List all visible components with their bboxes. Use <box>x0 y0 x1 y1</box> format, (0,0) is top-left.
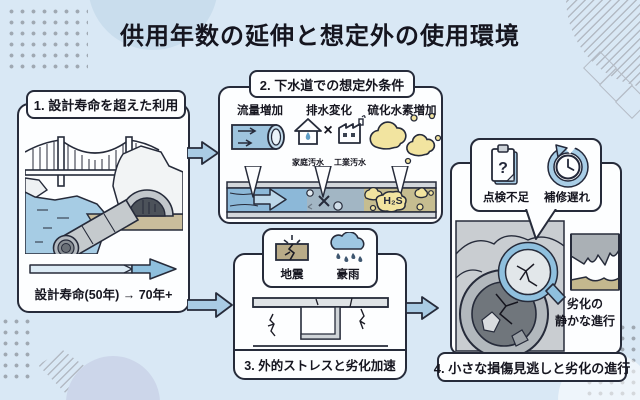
box2-title-label: 2. 下水道での想定外条件 <box>259 77 405 93</box>
cracked-culvert-illustration <box>252 297 389 347</box>
sewer-channel-illustration: H₂S <box>226 166 437 219</box>
flow-arrow-1-to-2 <box>187 141 219 165</box>
cross-mark: × <box>323 122 333 139</box>
box1-title-tab: 1. 設計寿命を超えた利用 <box>26 90 186 119</box>
note-line-1: 劣化の <box>566 297 603 311</box>
box4-title-label: 4. 小さな損傷見逃しと劣化の進行 <box>433 360 631 376</box>
page-title: 供用年数の延伸と想定外の使用環境 <box>120 23 520 50</box>
flow-increase-label: 流量増加 <box>237 105 283 117</box>
box3-title-bar: 3. 外的ストレスと劣化加速 <box>235 349 405 378</box>
h2s-text: H₂S <box>383 195 402 207</box>
callout-tail <box>525 209 557 240</box>
decor-dots-top-left <box>6 6 88 72</box>
industrial-sewage-label: 工業汚水 <box>334 158 366 167</box>
decor-dots-bottom-left <box>0 316 34 382</box>
box4-title-tab: 4. 小さな損傷見逃しと劣化の進行 <box>433 352 631 382</box>
flow-pipe-icon <box>231 124 285 150</box>
repair-delay-label: 補修遅れ <box>544 192 590 204</box>
drainage-change-label: 排水変化 <box>306 105 352 117</box>
repair-delay-clock-icon <box>547 144 589 188</box>
silent-deterioration-note: 劣化の 静かな進行 <box>546 296 624 330</box>
decor-circle-bottom-left <box>66 356 160 400</box>
earthquake-label: 地震 <box>280 269 304 281</box>
heavy-rain-icon <box>330 232 365 262</box>
corroded-wall-illustration <box>570 233 620 291</box>
damaged-pipe-illustration <box>455 220 566 352</box>
box3-title-label: 3. 外的ストレスと劣化加速 <box>244 359 396 373</box>
flow-arrow-3-to-4 <box>406 296 439 320</box>
h2s-increase-label: 硫化水素増加 <box>367 105 437 117</box>
box1-title-label: 1. 設計寿命を超えた利用 <box>33 98 179 113</box>
bridge-and-pipe-illustration <box>25 126 183 254</box>
heavy-rain-label: 豪雨 <box>336 269 360 281</box>
house-icon <box>294 118 322 145</box>
box2-title-tab: 2. 下水道での想定外条件 <box>249 70 415 98</box>
household-sewage-label: 家庭汚水 <box>292 158 324 167</box>
design-life-caption: 設計寿命(50年) → 70年+ <box>34 288 173 302</box>
earthquake-icon <box>275 235 309 261</box>
note-line-2: 静かな進行 <box>554 314 615 328</box>
factory-icon <box>338 115 366 144</box>
flow-arrow-1-to-3 <box>187 292 233 318</box>
design-life-arrow <box>29 258 177 280</box>
h2s-gas-clouds-icon <box>369 112 442 165</box>
inspection-clipboard-icon: ? <box>491 144 518 185</box>
inspection-shortage-label: 点検不足 <box>483 192 529 204</box>
question-mark-glyph: ? <box>498 160 508 177</box>
